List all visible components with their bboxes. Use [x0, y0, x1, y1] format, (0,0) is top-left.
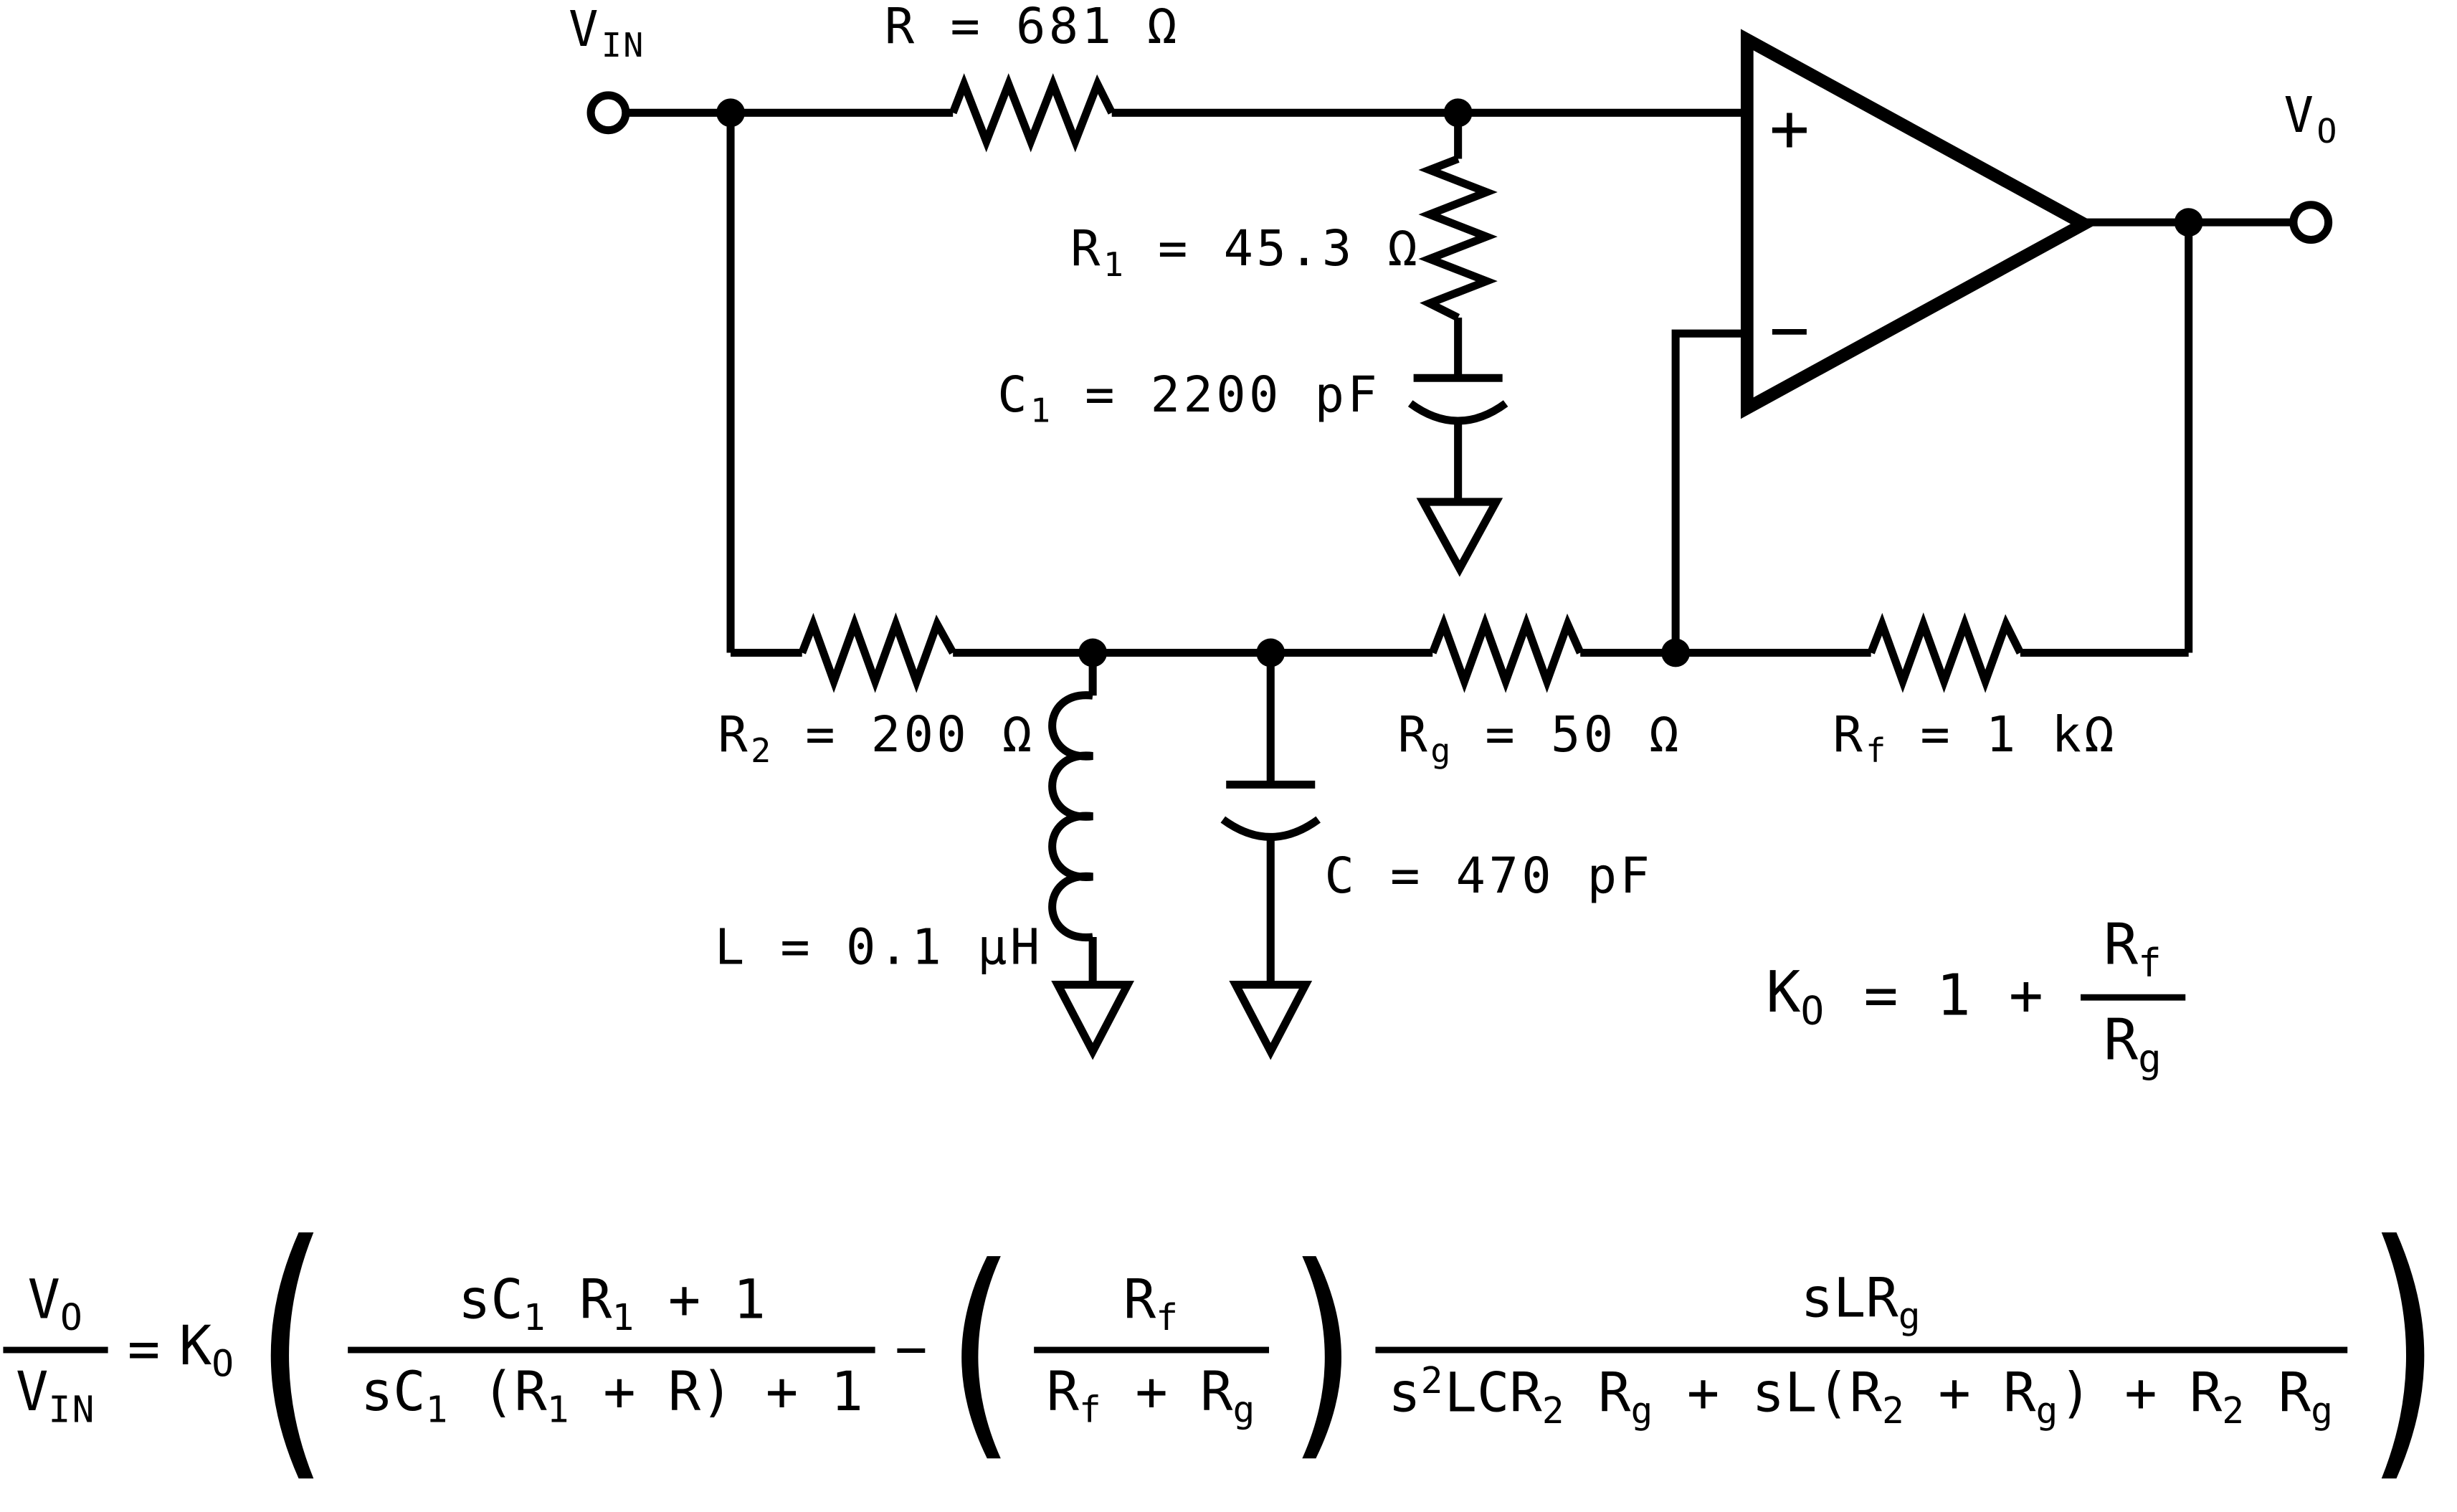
- capacitor-C-label: C = 470 pF: [1324, 847, 1653, 905]
- opamp-noninverting-mark: +: [1769, 89, 1810, 167]
- junction-dot: [1661, 638, 1691, 667]
- vin-label: VIN: [569, 1, 645, 65]
- tf-lhs-fraction: VO VIN: [3, 1264, 109, 1437]
- tf-fraction-3: sLRg s2LCR2 Rg + sL(R2 + Rg) + R2 Rg: [1375, 1263, 2347, 1437]
- inductor-L-label: L = 0.1 μH: [714, 919, 1043, 977]
- gain-fraction-denominator: Rg: [2104, 1008, 2164, 1081]
- junction-dots: [716, 98, 2203, 667]
- junction-dot: [1256, 638, 1285, 667]
- tf-fraction-1-numerator: sC1 R1 + 1: [457, 1268, 766, 1339]
- opamp-inverting-mark: −: [1769, 290, 1810, 369]
- tf-fraction-3-denominator: s2LCR2 Rg + sL(R2 + Rg) + R2 Rg: [1388, 1360, 2335, 1432]
- tf-fraction-2: Rf Rf + Rg: [1033, 1264, 1270, 1437]
- open-paren-inner: (: [946, 1217, 1015, 1483]
- resistor-Rf-label: Rf = 1 kΩ: [1833, 706, 2118, 770]
- gain-one-term: 1: [1936, 964, 1971, 1030]
- tf-lhs-denominator: VIN: [16, 1361, 96, 1432]
- fraction-bar: [1033, 1346, 1270, 1354]
- op-amp-triangle: [1740, 29, 2097, 419]
- capacitor-C1-symbol: [1407, 374, 1508, 425]
- tf-equals-sign: =: [127, 1318, 161, 1382]
- gain-equals-sign: =: [1863, 964, 1898, 1030]
- tf-fraction-2-numerator: Rf: [1123, 1268, 1180, 1339]
- resistor-R2-label: R2 = 200 Ω: [718, 706, 1035, 770]
- ground-symbol-c1: [1416, 498, 1503, 577]
- gain-plus-sign: +: [2008, 964, 2043, 1030]
- resistor-Rg-label: Rg = 50 Ω: [1397, 706, 1683, 770]
- tf-k-term: KO: [179, 1314, 236, 1386]
- terminal-vin: [586, 91, 630, 135]
- close-paren-inner: ): [1288, 1217, 1356, 1483]
- resistor-R1-symbol: [1418, 155, 1498, 322]
- junction-dot: [1078, 638, 1108, 667]
- resistor-R-label: R = 681 Ω: [884, 0, 1180, 56]
- wires: [625, 108, 2294, 985]
- close-paren-outer: ): [2366, 1189, 2441, 1509]
- gain-equation: KO = 1 + Rf Rg: [1766, 908, 2186, 1085]
- capacitor-C-symbol: [1220, 780, 1321, 841]
- wire-segments: [625, 108, 2294, 985]
- resistor-Rf-symbol: [1867, 612, 2024, 693]
- inductor-L-symbol: [1048, 691, 1093, 941]
- resistor-R1-label: R1 = 45.3 Ω: [1070, 220, 1421, 284]
- junction-dot: [1443, 98, 1473, 128]
- open-paren-outer: (: [254, 1189, 329, 1509]
- tf-minus-sign: −: [895, 1318, 928, 1382]
- fraction-bar: [2081, 994, 2186, 1001]
- resistor-Rg-symbol: [1429, 612, 1584, 693]
- terminal-vo: [2289, 201, 2333, 244]
- junction-dot: [716, 98, 745, 128]
- tf-fraction-3-numerator: sLRg: [1800, 1268, 1922, 1339]
- gain-k-term: KO: [1766, 961, 1826, 1034]
- tf-lhs-numerator: VO: [27, 1268, 85, 1339]
- resistor-R-symbol: [949, 73, 1116, 153]
- gain-fraction-numerator: Rf: [2104, 913, 2164, 986]
- ground-symbol-c: [1229, 980, 1313, 1060]
- fraction-bar: [1375, 1346, 2347, 1353]
- tf-fraction-2-denominator: Rf + Rg: [1046, 1361, 1257, 1432]
- fraction-bar: [3, 1346, 109, 1354]
- tf-fraction-1: sC1 R1 + 1 sC1 (R1 + R) + 1: [348, 1264, 876, 1437]
- fraction-bar: [348, 1346, 876, 1354]
- tf-fraction-1-denominator: sC1 (R1 + R) + 1: [360, 1361, 863, 1432]
- resistor-R2-symbol: [798, 612, 957, 693]
- junction-dot: [2174, 208, 2203, 237]
- capacitor-C1-label: C1 = 2200 pF: [997, 366, 1381, 430]
- gain-fraction: Rf Rg: [2081, 908, 2186, 1085]
- vo-label: VO: [2283, 87, 2339, 151]
- ground-symbol-l: [1051, 980, 1135, 1060]
- transfer-function-equation: VO VIN = KO ( sC1 R1 + 1 sC1 (R1 + R) + …: [3, 1210, 2453, 1490]
